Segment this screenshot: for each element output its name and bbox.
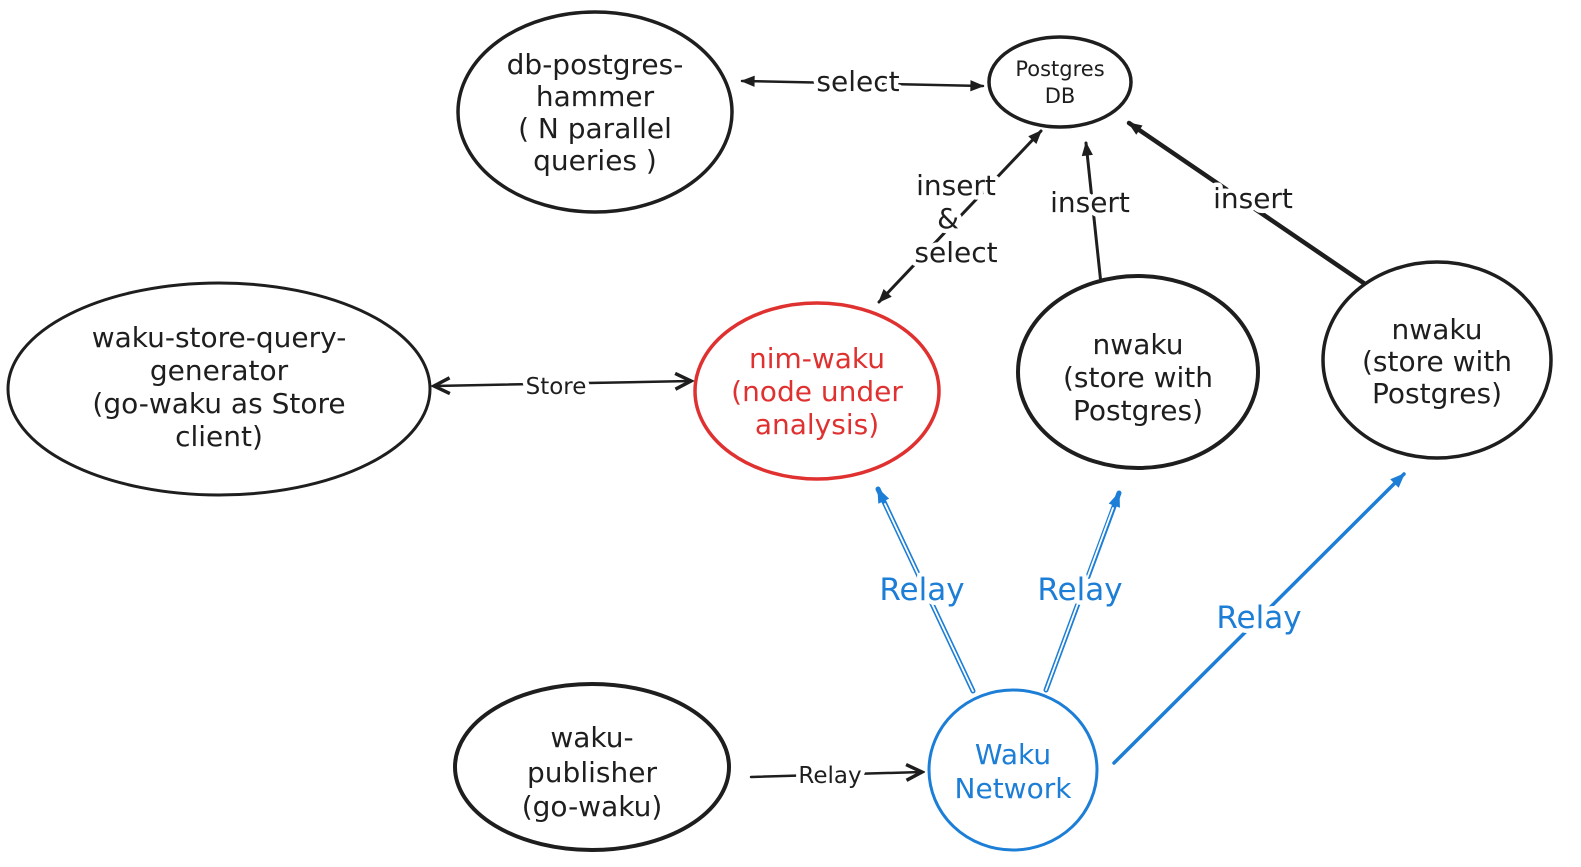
edge-relay-nim-waku-label: Relay	[879, 572, 964, 608]
edge-relay-nwaku-2: Relay	[1112, 472, 1406, 765]
edge-insert-and-select-label-line-2: &	[937, 202, 959, 235]
node-postgres-db-shape	[987, 35, 1133, 129]
edge-select: select	[740, 61, 985, 103]
edge-insert-nwaku-1: insert	[1046, 141, 1134, 286]
node-nwaku-store-1-label-line-3: Postgres)	[1073, 394, 1203, 427]
edge-relay-nwaku-1: Relay	[1033, 490, 1127, 693]
edge-insert-nwaku-1-label: insert	[1050, 186, 1130, 219]
edge-insert-and-select-line	[877, 129, 1043, 304]
node-postgres-db-label-line-2: DB	[1045, 84, 1076, 108]
node-waku-network-shape	[927, 688, 1099, 852]
edge-relay-publisher: Relay	[749, 759, 922, 794]
node-nwaku-store-2-shape	[1321, 260, 1553, 460]
edge-relay-nwaku-2-line	[1112, 472, 1406, 765]
edge-store: Store	[434, 370, 691, 405]
node-db-postgres-hammer-label-line-1: db-postgres-	[507, 48, 684, 81]
edge-relay-nim-waku-line-inner	[884, 503, 974, 692]
edge-relay-publisher-line	[749, 772, 922, 777]
node-waku-publisher-shape	[453, 682, 731, 852]
node-db-postgres-hammer-shape	[456, 10, 734, 214]
node-db-postgres-hammer-label-line-3: ( N parallel	[518, 112, 672, 145]
node-waku-store-query-generator-label-line-3: (go-waku as Store	[92, 387, 345, 420]
node-nwaku-store-2: nwaku (store with Postgres)	[1321, 260, 1553, 460]
node-nwaku-store-1: nwaku (store with Postgres)	[1016, 274, 1260, 470]
edge-insert-and-select: insert & select	[877, 129, 1043, 304]
node-waku-publisher-label-line-3: (go-waku)	[522, 790, 663, 823]
edge-relay-nwaku-1-line-inner	[1045, 507, 1114, 691]
node-waku-store-query-generator-label-line-1: waku-store-query-	[92, 321, 347, 354]
node-nwaku-store-2-label-line-1: nwaku	[1392, 313, 1483, 346]
edge-insert-nwaku-2-line	[1126, 120, 1371, 289]
edge-select-label: select	[816, 65, 899, 98]
node-nwaku-store-1-label-line-2: (store with	[1063, 361, 1213, 394]
node-waku-publisher: waku- publisher (go-waku)	[453, 682, 731, 852]
node-nim-waku-label-line-1: nim-waku	[749, 342, 885, 375]
node-nwaku-store-2-label-line-2: (store with	[1362, 345, 1512, 378]
edge-relay-nwaku-2-label: Relay	[1216, 600, 1301, 636]
node-nim-waku-label-line-3: analysis)	[755, 408, 879, 441]
node-nwaku-store-2-label-line-3: Postgres)	[1372, 377, 1502, 410]
node-waku-store-query-generator-label-line-4: client)	[175, 420, 263, 453]
edge-insert-nwaku-2-label: insert	[1213, 182, 1293, 215]
node-nim-waku: nim-waku (node under analysis)	[693, 301, 941, 481]
edge-store-label: Store	[526, 374, 587, 400]
node-waku-publisher-label-line-2: publisher	[527, 756, 657, 789]
node-nwaku-store-1-shape	[1016, 274, 1260, 470]
edge-relay-nwaku-1-label: Relay	[1037, 572, 1122, 608]
node-waku-publisher-label-line-1: waku-	[550, 721, 633, 754]
edge-store-line	[434, 381, 691, 386]
edge-insert-and-select-label-line-1: insert	[916, 169, 996, 202]
node-nim-waku-label-line-2: (node under	[731, 375, 903, 408]
edge-insert-nwaku-1-line	[1081, 141, 1103, 286]
node-db-postgres-hammer-label-line-2: hammer	[536, 80, 655, 113]
edge-insert-nwaku-2: insert	[1126, 120, 1371, 289]
edge-relay-publisher-label: Relay	[798, 763, 861, 789]
edge-insert-and-select-label-line-3: select	[914, 236, 997, 269]
node-nwaku-store-1-label-line-1: nwaku	[1093, 328, 1184, 361]
edge-select-line	[740, 75, 985, 92]
edge-relay-nim-waku: Relay	[875, 486, 976, 694]
node-nim-waku-shape	[693, 301, 941, 481]
node-db-postgres-hammer: db-postgres- hammer ( N parallel queries…	[456, 10, 734, 214]
node-waku-network: Waku Network	[927, 688, 1099, 852]
node-waku-store-query-generator-label-line-2: generator	[150, 354, 289, 387]
node-postgres-db-label-line-1: Postgres	[1015, 57, 1104, 81]
node-db-postgres-hammer-label-line-4: queries )	[533, 144, 657, 177]
node-waku-store-query-generator-shape	[6, 281, 432, 497]
node-postgres-db: Postgres DB	[987, 35, 1133, 129]
node-waku-network-label-line-2: Network	[955, 772, 1073, 805]
node-waku-store-query-generator: waku-store-query- generator (go-waku as …	[6, 281, 432, 497]
node-waku-network-label-line-1: Waku	[975, 738, 1051, 771]
